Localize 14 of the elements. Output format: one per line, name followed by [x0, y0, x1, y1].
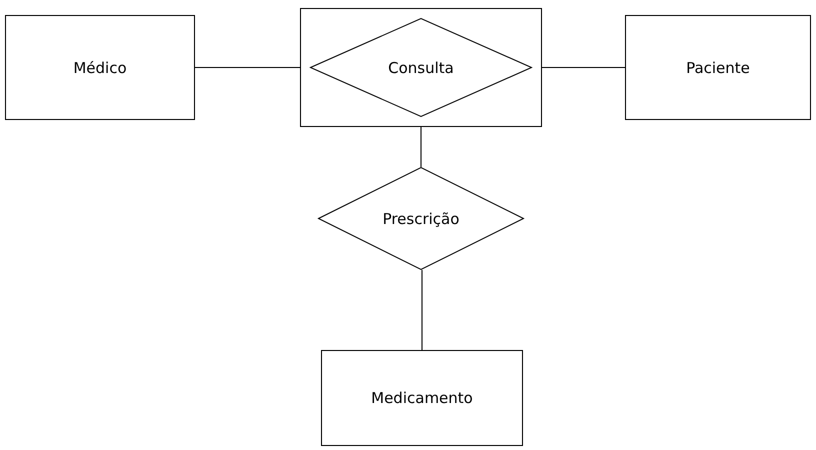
relationship-diamond [318, 167, 524, 270]
connector-line [420, 126, 422, 168]
entity-label: Medicamento [371, 389, 473, 407]
entity-label: Paciente [686, 58, 750, 76]
connector-line [194, 67, 300, 68]
connector-line [542, 67, 626, 68]
entity-box [5, 15, 195, 120]
aggregation-box [300, 8, 542, 127]
entity-label: Prescrição [382, 210, 460, 228]
entity-box [625, 15, 811, 120]
entity-box [321, 350, 523, 446]
relationship-diamond [310, 18, 532, 117]
entity-label: Médico [73, 58, 127, 76]
entity-label: Consulta [388, 58, 454, 76]
